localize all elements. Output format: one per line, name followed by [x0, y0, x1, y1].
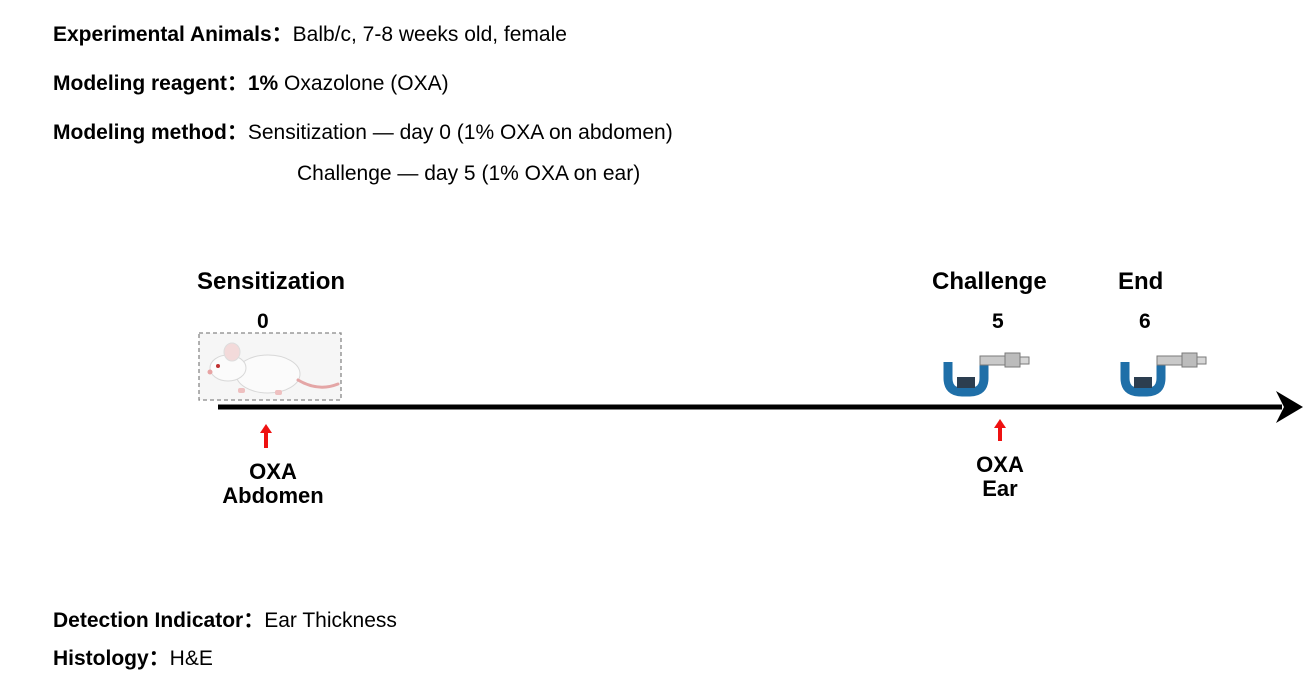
stage-label-end: End	[1118, 268, 1164, 295]
treatment-name: OXA	[249, 459, 297, 484]
animals-line: Experimental Animals：Balb/c, 7-8 weeks o…	[53, 18, 567, 48]
day-label-0: 0	[257, 310, 269, 333]
reagent-label: Modeling reagent：	[53, 72, 248, 95]
histology-label: Histology：	[53, 647, 170, 670]
day-label-6: 6	[1139, 310, 1151, 333]
animals-value: Balb/c, 7-8 weeks old, female	[292, 23, 567, 46]
treatment-label-ear: OXA Ear	[960, 453, 1040, 501]
detection-value: Ear Thickness	[264, 609, 397, 632]
method-line-2: Challenge — day 5 (1% OXA on ear)	[297, 162, 640, 186]
red-arrow-icon	[994, 419, 1006, 441]
method-line: Modeling method：Sensitization — day 0 (1…	[53, 116, 673, 146]
stage-label-challenge: Challenge	[932, 268, 1047, 295]
red-arrow-icon	[260, 424, 272, 448]
reagent-value: Oxazolone (OXA)	[278, 72, 449, 95]
histology-value: H&E	[169, 647, 213, 670]
treatment-name: OXA	[976, 452, 1024, 477]
day-label-5: 5	[992, 310, 1004, 333]
micrometer-icon	[1120, 352, 1207, 397]
animals-label: Experimental Animals：	[53, 23, 293, 46]
reagent-concentration: 1%	[247, 72, 279, 95]
mouse-icon	[198, 332, 342, 401]
detection-label: Detection Indicator：	[53, 609, 265, 632]
method-value-challenge: Challenge — day 5 (1% OXA on ear)	[297, 162, 641, 185]
method-value-sensitization: Sensitization — day 0 (1% OXA on abdomen…	[247, 121, 673, 144]
histology-line: Histology：H&E	[53, 642, 213, 672]
detection-line: Detection Indicator：Ear Thickness	[53, 604, 397, 634]
treatment-site: Abdomen	[222, 483, 324, 508]
micrometer-icon	[943, 352, 1030, 397]
method-label: Modeling method：	[53, 121, 248, 144]
treatment-site: Ear	[982, 476, 1018, 501]
stage-label-sensitization: Sensitization	[197, 268, 346, 295]
timeline-arrowhead	[1276, 391, 1303, 423]
reagent-line: Modeling reagent：1% Oxazolone (OXA)	[53, 67, 449, 97]
treatment-label-abdomen: OXA Abdomen	[206, 460, 340, 508]
